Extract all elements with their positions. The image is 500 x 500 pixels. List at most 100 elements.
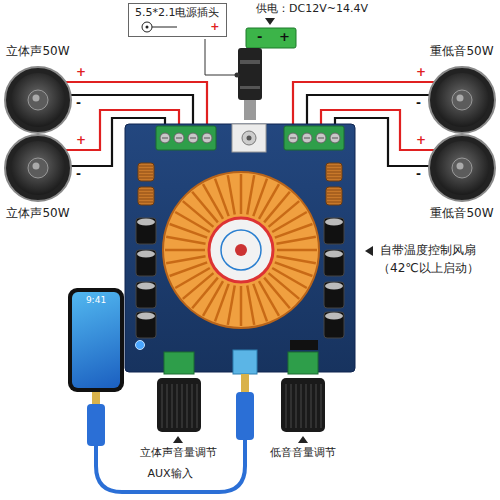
plug-symbol: [152, 27, 177, 28]
board-component: [139, 175, 153, 176]
amplifier-board: [156, 126, 216, 150]
speaker: [452, 90, 472, 110]
supply-voltage: 供电：DC12V~14.4V: [256, 3, 368, 16]
phone: 9:41: [68, 288, 124, 392]
speaker: [33, 163, 40, 170]
power-plug: [246, 28, 296, 48]
aux-cable: [365, 246, 373, 256]
amplifier-board: [290, 340, 318, 350]
heatsink-fin: [259, 184, 279, 219]
plug-symbol: [142, 22, 152, 32]
heatsink-fin: [275, 224, 313, 238]
knob-rib: [320, 384, 322, 428]
amplifier-board: [125, 124, 355, 372]
knob-rib: [161, 384, 163, 428]
volume-knob: [281, 378, 325, 432]
heatsink-fan: [163, 172, 319, 328]
board-component: [136, 218, 156, 244]
board-component: [139, 196, 153, 197]
terminal-screw: [204, 138, 210, 139]
terminal-screw: [302, 133, 312, 143]
board-component: [327, 193, 341, 194]
volume-knob: [288, 352, 318, 374]
knob-rib: [176, 384, 178, 428]
power-plug: [240, 86, 260, 89]
terminal-screw: [330, 133, 340, 143]
heatsink-fin: [228, 285, 235, 324]
heatsink-fan: [209, 218, 273, 282]
heatsink-fin: [247, 285, 254, 324]
speaker: [435, 141, 489, 195]
power-plug: [240, 60, 260, 64]
knob-rib: [300, 384, 302, 428]
heatsink-fan: [163, 172, 319, 328]
terminal-screw: [316, 133, 326, 143]
knob-rib: [310, 384, 312, 428]
speaker-label: 重低音50W: [430, 44, 493, 58]
input-label: AUX输入: [147, 468, 192, 481]
heatsink-fin: [165, 174, 317, 326]
amplifier-board: [125, 124, 355, 372]
volume-knob: [164, 352, 194, 374]
polarity-mark: +: [279, 30, 290, 45]
heatsink-fin: [183, 201, 214, 227]
amplifier-board: [284, 126, 344, 150]
speaker: [28, 158, 48, 178]
board-component: [324, 282, 344, 308]
speaker-label: 立体声50W: [6, 206, 69, 220]
board-component: [139, 166, 153, 167]
aux-cable: [233, 350, 257, 374]
knob-label: 低音音量调节: [270, 447, 336, 460]
heatsink-fin: [253, 284, 267, 322]
polarity-mark: +: [76, 134, 86, 148]
phone-clock: 9:41: [68, 288, 124, 305]
aux-cable: [87, 404, 105, 446]
volume-knob: [173, 436, 183, 443]
fan-note: （42℃以上启动）: [378, 262, 479, 276]
heatsink-fin: [165, 249, 205, 252]
aux-cable: [241, 374, 249, 392]
plug-symbol: [139, 20, 179, 34]
terminal-screw: [160, 133, 170, 143]
power-plug: [238, 48, 262, 100]
board-component: [327, 172, 341, 173]
power-plug-box: 5.5*2.1电源插头+: [128, 3, 227, 37]
board-component: [137, 313, 155, 320]
knob-rib: [166, 384, 168, 428]
heatsink-fin: [166, 237, 205, 244]
board-component: [327, 178, 341, 179]
amplifier-board: [242, 131, 256, 145]
knob-rib: [181, 384, 183, 428]
polarity-mark: +: [416, 66, 426, 80]
polarity-mark: -: [416, 97, 421, 111]
terminal-screw: [162, 138, 168, 139]
polarity-mark: +: [416, 134, 426, 148]
speaker: [5, 135, 71, 201]
board-component: [327, 175, 341, 176]
board-component: [327, 199, 341, 200]
board-component: [138, 187, 154, 205]
heatsink-fin: [228, 175, 235, 214]
heatsink-fin: [269, 201, 300, 227]
board-component: [136, 282, 156, 308]
heatsink-fin: [247, 175, 254, 214]
polarity-mark: +: [135, 20, 220, 34]
terminal-screw: [176, 138, 182, 139]
heatsink-fan: [221, 230, 261, 270]
aux-cable: [92, 392, 100, 404]
node-label: 重低音50W: [430, 44, 493, 58]
aux-cable: [87, 246, 373, 492]
node-label: 立体声50W: [6, 44, 69, 58]
heatsink-fin: [269, 273, 300, 299]
knob-rib: [196, 384, 198, 428]
board-component: [136, 312, 156, 338]
heatsink-fin: [192, 278, 218, 309]
speaker: [457, 163, 464, 170]
speaker: [33, 95, 40, 102]
speaker: [429, 67, 495, 133]
node-label: 重低音50W: [430, 206, 493, 220]
board-component: [325, 219, 343, 226]
board-component: [139, 172, 153, 173]
terminal-screw: [160, 133, 340, 143]
board-component: [327, 196, 341, 197]
